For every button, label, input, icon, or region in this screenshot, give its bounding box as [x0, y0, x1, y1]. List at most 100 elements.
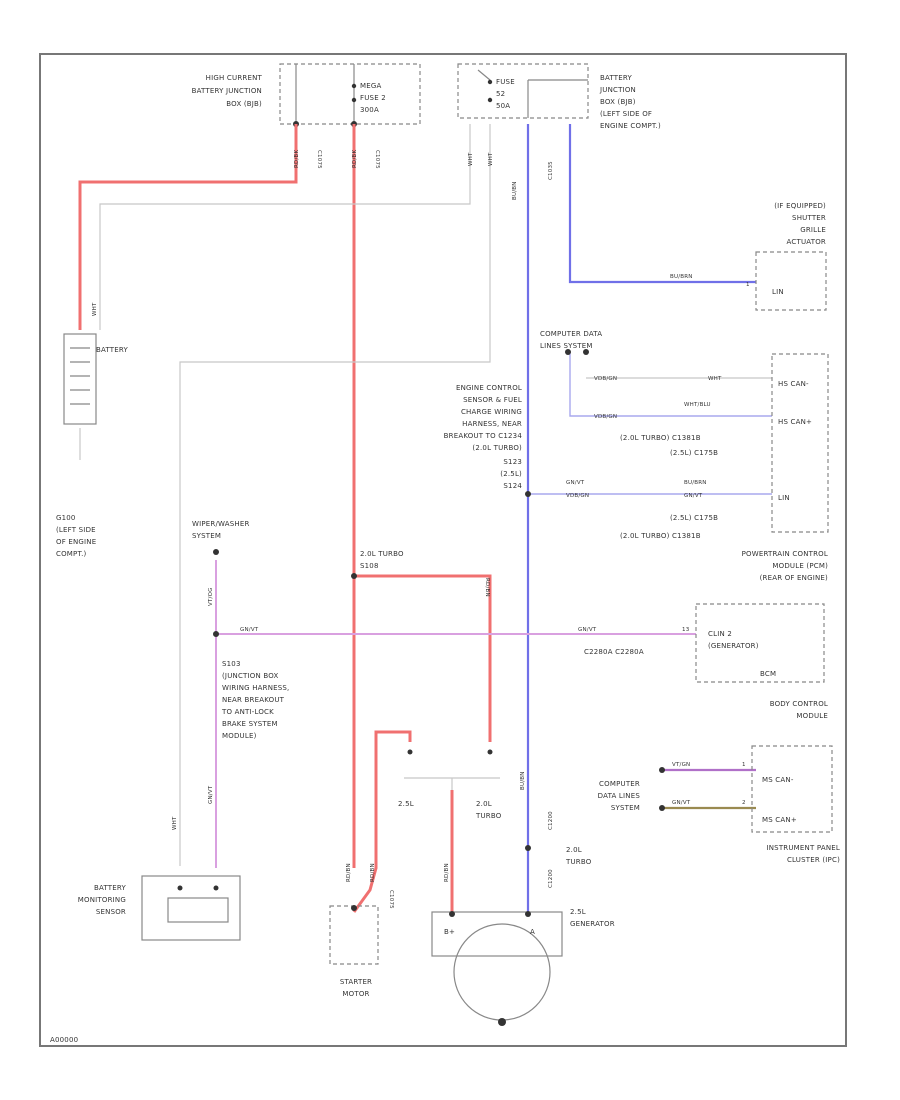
bjb-line4: (LEFT SIDE OF — [600, 110, 652, 118]
ipc-line1: INSTRUMENT PANEL — [766, 844, 840, 852]
turbo-gen-1: 2.0L — [566, 846, 582, 854]
lbl-starter-c: C1075 — [388, 890, 394, 909]
battery-label: BATTERY — [96, 346, 129, 354]
s103-line3: WIRING HARNESS, — [222, 684, 290, 692]
diagram-frame — [39, 53, 847, 1047]
split-20l: 2.0L — [476, 800, 492, 808]
pcm-pin-3: LIN — [778, 494, 790, 502]
ipc-w2: GN/VT — [672, 800, 691, 806]
shutter-line3: GRILLE — [800, 226, 826, 234]
pcm-row-4: (2.5L) C175B — [670, 514, 718, 522]
bjb-line3: BOX (BJB) — [600, 98, 636, 106]
g100-line1: G100 — [56, 514, 76, 522]
cdl-bottom-3: SYSTEM — [611, 804, 640, 812]
battery-power-wire — [78, 124, 298, 330]
bjb-line1: BATTERY — [600, 74, 633, 82]
pcm-row-3: (2.0L TURBO) C1381B — [620, 532, 701, 540]
gen-terminal-a: A — [530, 928, 535, 936]
hs-wire-label: GN/VT — [566, 480, 585, 486]
lbl-red2: RD/BK — [352, 150, 358, 168]
s103-line1: S103 — [222, 660, 241, 668]
mega-fuse-line3: 300A — [360, 106, 379, 114]
turbo-gen-note: 2.0L TURBO — [525, 845, 592, 866]
s103-line4: NEAR BREAKOUT — [222, 696, 285, 704]
pcm: HS CAN- HS CAN+ LIN (2.0L TURBO) C1381B … — [566, 353, 829, 582]
cdl-bottom-1: COMPUTER — [599, 780, 640, 788]
starter-line1: STARTER — [340, 978, 372, 986]
splice-s1-3: S124 — [503, 482, 522, 490]
bjb: FUSE 52 50A BATTERY JUNCTION BOX (BJB) (… — [457, 63, 661, 130]
ecs-line1: ENGINE CONTROL — [456, 384, 522, 392]
bcm-line2: MODULE — [796, 712, 828, 720]
shutter-line1: (IF EQUIPPED) — [774, 202, 826, 210]
ecs-line2: SENSOR & FUEL — [463, 396, 522, 404]
mega-fuse-line1: MEGA — [360, 82, 381, 90]
pcm-line2: MODULE (PCM) — [772, 562, 828, 570]
turbo-power-wire — [354, 574, 492, 742]
wiper-line1: WIPER/WASHER — [192, 520, 250, 528]
generator: B+ A 2.5L GENERATOR — [431, 908, 615, 1026]
wire-labels: RD/BK RD/BK C1075 C1075 WHT WHT BU/BN C1… — [92, 150, 554, 910]
split-turbo: TURBO — [475, 812, 502, 820]
lbl-c-top2: C1075 — [374, 150, 380, 169]
ecs-line3: CHARGE WIRING — [461, 408, 522, 416]
lbl-s2: C1200 — [548, 811, 554, 830]
page-id: A00000 — [50, 1036, 78, 1044]
bms-line1: BATTERY — [94, 884, 127, 892]
lbl-c-top1: C1075 — [316, 150, 322, 169]
ipc-pin2-num: 2 — [742, 800, 746, 806]
wiper-washer-system: WIPER/WASHER SYSTEM S103 (JUNCTION BOX W… — [192, 520, 290, 740]
generator-label: GENERATOR — [570, 920, 615, 928]
shutter-line2: SHUTTER — [792, 214, 826, 222]
hs-wire-label4: GN/VT — [684, 493, 703, 499]
lbl-red-st2: RD/BN — [370, 863, 376, 882]
shutter-lin-wire — [568, 124, 756, 284]
splice-s1-2: (2.5L) — [500, 470, 522, 478]
ipc: COMPUTER DATA LINES SYSTEM MS CAN- MS CA… — [598, 745, 840, 864]
s103-line5: TO ANTI-LOCK — [221, 708, 274, 716]
violet-label-l: GN/VT — [240, 627, 259, 633]
g100-line2: (LEFT SIDE — [56, 526, 96, 534]
g100-line3: OF ENGINE — [56, 538, 96, 546]
ipc-pin-2: MS CAN+ — [762, 816, 797, 824]
shutter-line4: ACTUATOR — [787, 238, 826, 246]
ecs-line4: HARNESS, NEAR — [462, 420, 522, 428]
bjb-line2: JUNCTION — [599, 86, 636, 94]
lbl-red1: RD/BK — [294, 150, 300, 168]
s2-turbo-1: 2.0L TURBO — [360, 550, 404, 558]
ipc-pin1-num: 1 — [742, 762, 746, 768]
lbl-gray-wht: WHT — [92, 302, 98, 316]
cdl-top-line2: LINES SYSTEM — [540, 342, 593, 350]
lbl-bu-left: WHT — [488, 152, 494, 166]
wiper-line2: SYSTEM — [192, 532, 221, 540]
pcm-pin-2: HS CAN+ — [778, 418, 812, 426]
ecs-harness: ENGINE CONTROL SENSOR & FUEL CHARGE WIRI… — [444, 384, 531, 497]
bcm-pin-num: 13 — [682, 627, 690, 633]
bcm-side: BCM — [760, 670, 776, 678]
cdl-pin1-label: WHT — [708, 376, 722, 382]
ecs-line5: BREAKOUT TO C1234 — [444, 432, 523, 440]
bms-line2: MONITORING — [78, 896, 126, 904]
turbo-splice: 2.0L TURBO S108 — [351, 550, 404, 579]
cdl-pin2-label: WHT/BLU — [684, 402, 711, 408]
violet-label-r: GN/VT — [578, 627, 597, 633]
starter-motor: STARTER MOTOR — [329, 905, 379, 998]
bcm: CLIN 2 (GENERATOR) BCM C2280A C2280A BOD… — [240, 603, 828, 720]
cdl-bottom-2: DATA LINES — [598, 792, 641, 800]
gen-feed-wire — [352, 730, 412, 913]
ipc-w1: VT/GN — [672, 762, 690, 768]
pcm-row-1: (2.0L TURBO) C1381B — [620, 434, 701, 442]
computer-data-lines-top: COMPUTER DATA LINES SYSTEM — [540, 330, 602, 355]
bcm-row: C2280A C2280A — [584, 648, 644, 656]
shutter-grille-actuator: (IF EQUIPPED) SHUTTER GRILLE ACTUATOR LI… — [670, 202, 827, 311]
s103-line7: MODULE) — [222, 732, 257, 740]
bcm-pin-line2: (GENERATOR) — [708, 642, 759, 650]
shutter-wire-label: BU/BRN — [670, 274, 693, 280]
turbo-gen-2: TURBO — [565, 858, 592, 866]
lbl-red-gen: RD/BN — [444, 863, 450, 882]
gen-variant: 2.5L — [570, 908, 586, 916]
hcbjb-line1: HIGH CURRENT — [206, 74, 263, 82]
bcm-pin-line1: CLIN 2 — [708, 630, 732, 638]
splice-s1-1: S123 — [503, 458, 522, 466]
lbl-s2b: C1200 — [548, 869, 554, 888]
